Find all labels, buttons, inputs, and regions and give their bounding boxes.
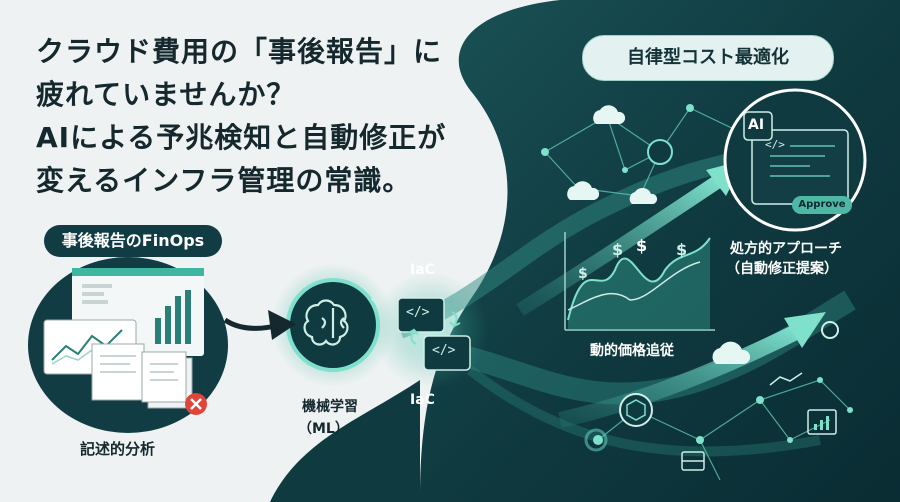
bar-chart-icon [807,409,837,435]
ml-label-line-1: 機械学習 [302,399,358,415]
prescriptive-label-line-2: （自動修正提案） [726,261,838,277]
hub-node-icon [647,139,673,165]
dollar-icon: $ [636,236,648,255]
ai-chip-icon [743,111,773,141]
dollar-icon: $ [612,240,624,259]
ai-monitor [723,88,867,232]
headline: クラウド費用の「事後報告」に 疲れていませんか？ AIによる予兆検知と自動修正が… [36,30,446,202]
iac-code-icon-bottom [423,335,471,371]
dollar-icon: $ [676,240,688,259]
iac-label-bottom: IaC [410,392,435,408]
arrow-to-prescriptive [558,322,804,428]
legacy-finops-title: 事後報告のFinOps [44,225,222,257]
iac-code-icon-top [397,297,445,333]
ml-label-line-2: （ML） [298,421,349,437]
report-documents [43,268,204,409]
iac-label-top: IaC [410,262,435,278]
code-glyph-top: </> [406,305,430,320]
hexagon-node-icon [619,393,653,427]
cloud-icons [567,105,751,364]
dynamic-price-label: 動的価格追従 [590,343,674,359]
dynamic-price-chart [564,232,715,331]
autonomous-optimization-title: 自律型コスト最適化 [582,35,834,81]
descriptive-analysis-caption: 記述的分析 [80,440,156,458]
headline-line-1: クラウド費用の「事後報告」に [36,35,443,68]
headline-line-2: 疲れていませんか？ [36,78,296,111]
ai-chip-label: AI [748,117,765,133]
gear-icon [821,321,839,339]
code-glyph-bottom: </> [432,343,456,358]
dollar-icon: $ [578,266,588,282]
arrow-to-ai [516,174,724,316]
headline-line-3: AIによる予兆検知と自動修正が [36,121,447,154]
code-glyph-monitor: </> [765,138,785,151]
prescriptive-label-line-1: 処方的アプローチ [730,241,842,257]
headline-line-4: 変えるインフラ管理の常識。 [36,164,412,197]
approve-badge[interactable]: Approve [792,196,852,214]
brain-icon [303,299,349,346]
